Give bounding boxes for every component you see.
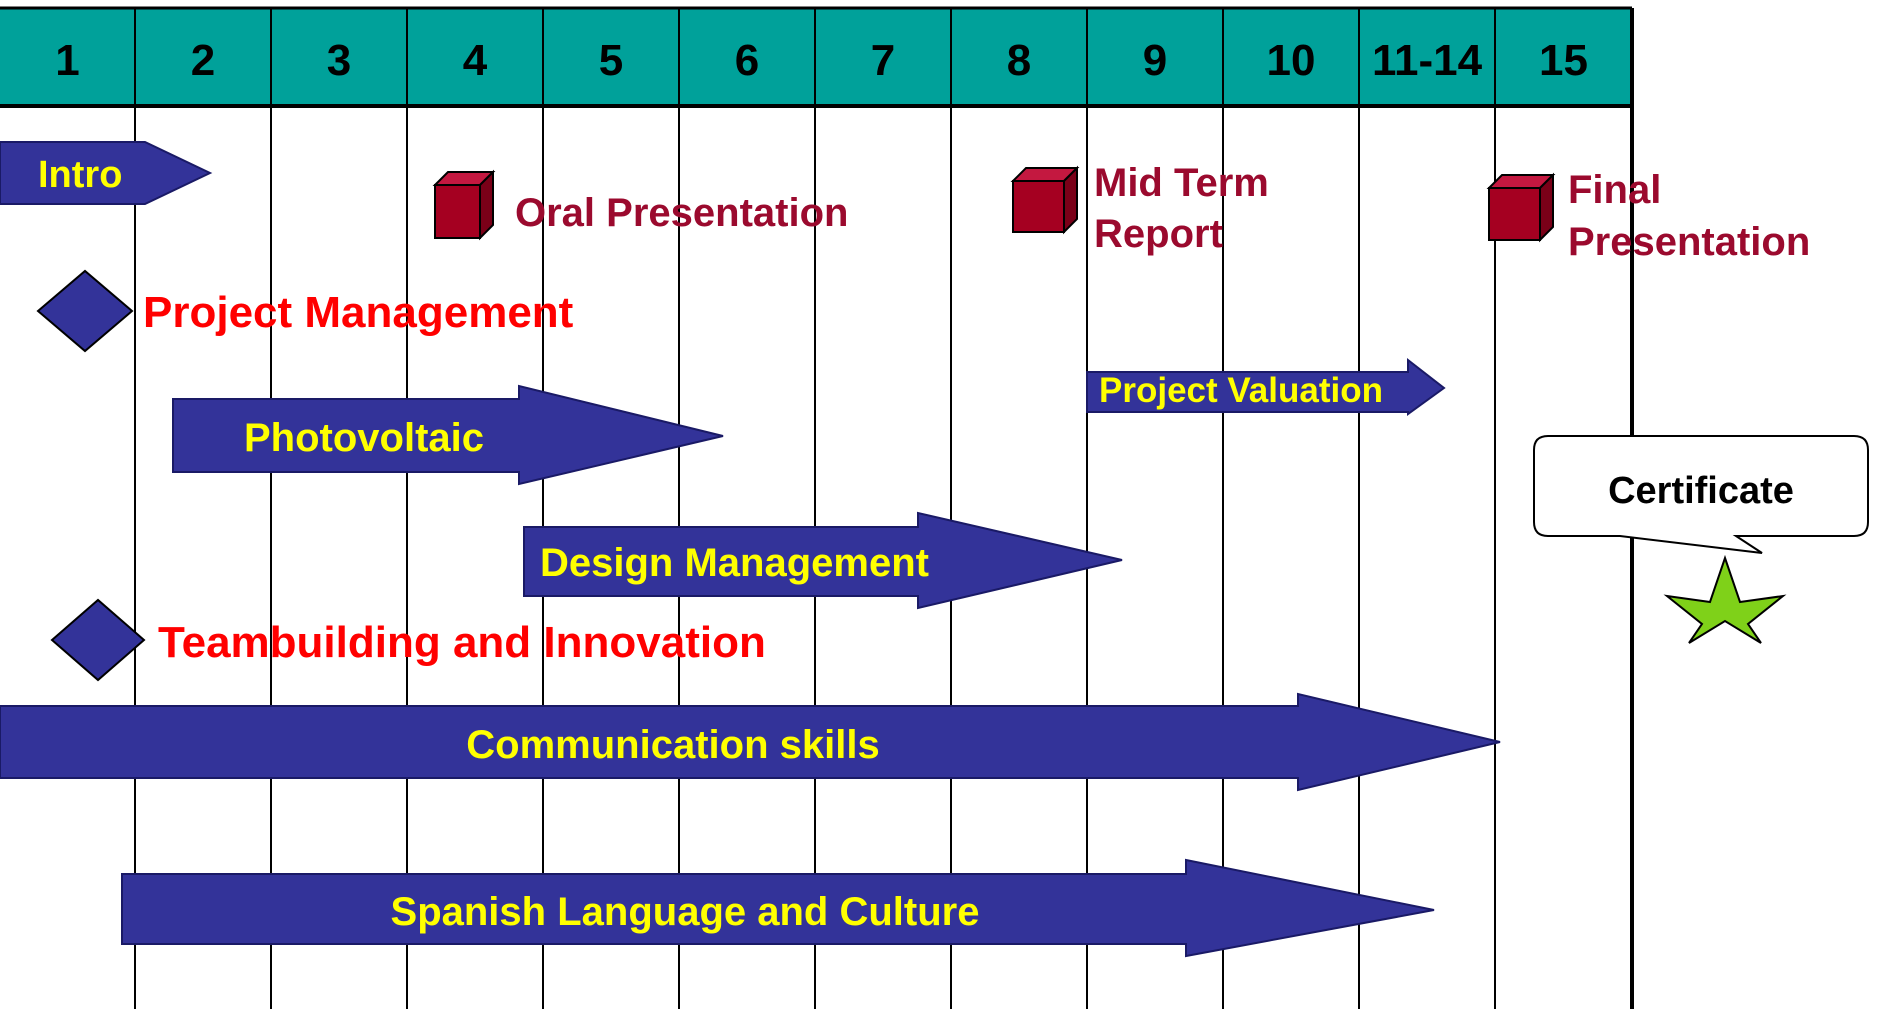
certificate-callout: Certificate (1533, 435, 1869, 554)
mid-term-milestone: Mid Term Report (1010, 161, 1269, 256)
week-grid (0, 6, 1634, 1009)
project-management-item: Project Management (36, 269, 574, 353)
certificate-label: Certificate (1608, 470, 1794, 512)
teambuilding-item: Teambuilding and Innovation (50, 598, 766, 682)
week-label: 8 (1007, 36, 1031, 85)
week-label: 11-14 (1372, 36, 1483, 85)
communication-skills-arrow: Communication skills (0, 692, 1501, 792)
design-management-label: Design Management (540, 541, 929, 585)
mid-term-label-line1: Mid Term (1094, 161, 1269, 205)
oral-presentation-milestone: Oral Presentation (432, 169, 848, 241)
intro-label: Intro (38, 154, 122, 196)
final-label-line1: Final (1568, 168, 1661, 212)
milestone-cube-icon (1010, 165, 1080, 235)
week-label: 9 (1143, 36, 1167, 85)
week-label: 3 (327, 36, 351, 85)
communication-skills-label: Communication skills (466, 723, 879, 767)
milestone-cube-icon (1486, 172, 1556, 243)
week-label: 10 (1267, 36, 1316, 85)
oral-presentation-label: Oral Presentation (515, 191, 848, 235)
diamond-icon (36, 269, 134, 353)
intro-arrow: Intro (0, 141, 213, 205)
photovoltaic-arrow: Photovoltaic (172, 384, 724, 486)
spanish-label: Spanish Language and Culture (391, 890, 980, 934)
diamond-icon (50, 598, 146, 682)
project-valuation-arrow: Project Valuation (1086, 357, 1446, 416)
spanish-arrow: Spanish Language and Culture (121, 858, 1435, 958)
week-label: 1 (55, 36, 79, 85)
week-label: 2 (191, 36, 215, 85)
final-label-line2: Presentation (1568, 220, 1810, 264)
week-label: 15 (1539, 36, 1588, 85)
week-label: 5 (599, 36, 623, 85)
project-valuation-label: Project Valuation (1099, 371, 1383, 410)
week-label: 6 (735, 36, 759, 85)
teambuilding-label: Teambuilding and Innovation (158, 618, 766, 667)
photovoltaic-label: Photovoltaic (244, 416, 484, 460)
mid-term-label-line2: Report (1094, 212, 1223, 256)
week-label: 7 (871, 36, 895, 85)
week-label: 4 (463, 36, 488, 85)
final-presentation-milestone: Final Presentation (1486, 168, 1810, 264)
project-management-label: Project Management (143, 288, 574, 337)
star-icon (1663, 554, 1787, 644)
milestone-cube-icon (432, 169, 496, 241)
design-management-arrow: Design Management (523, 511, 1123, 610)
